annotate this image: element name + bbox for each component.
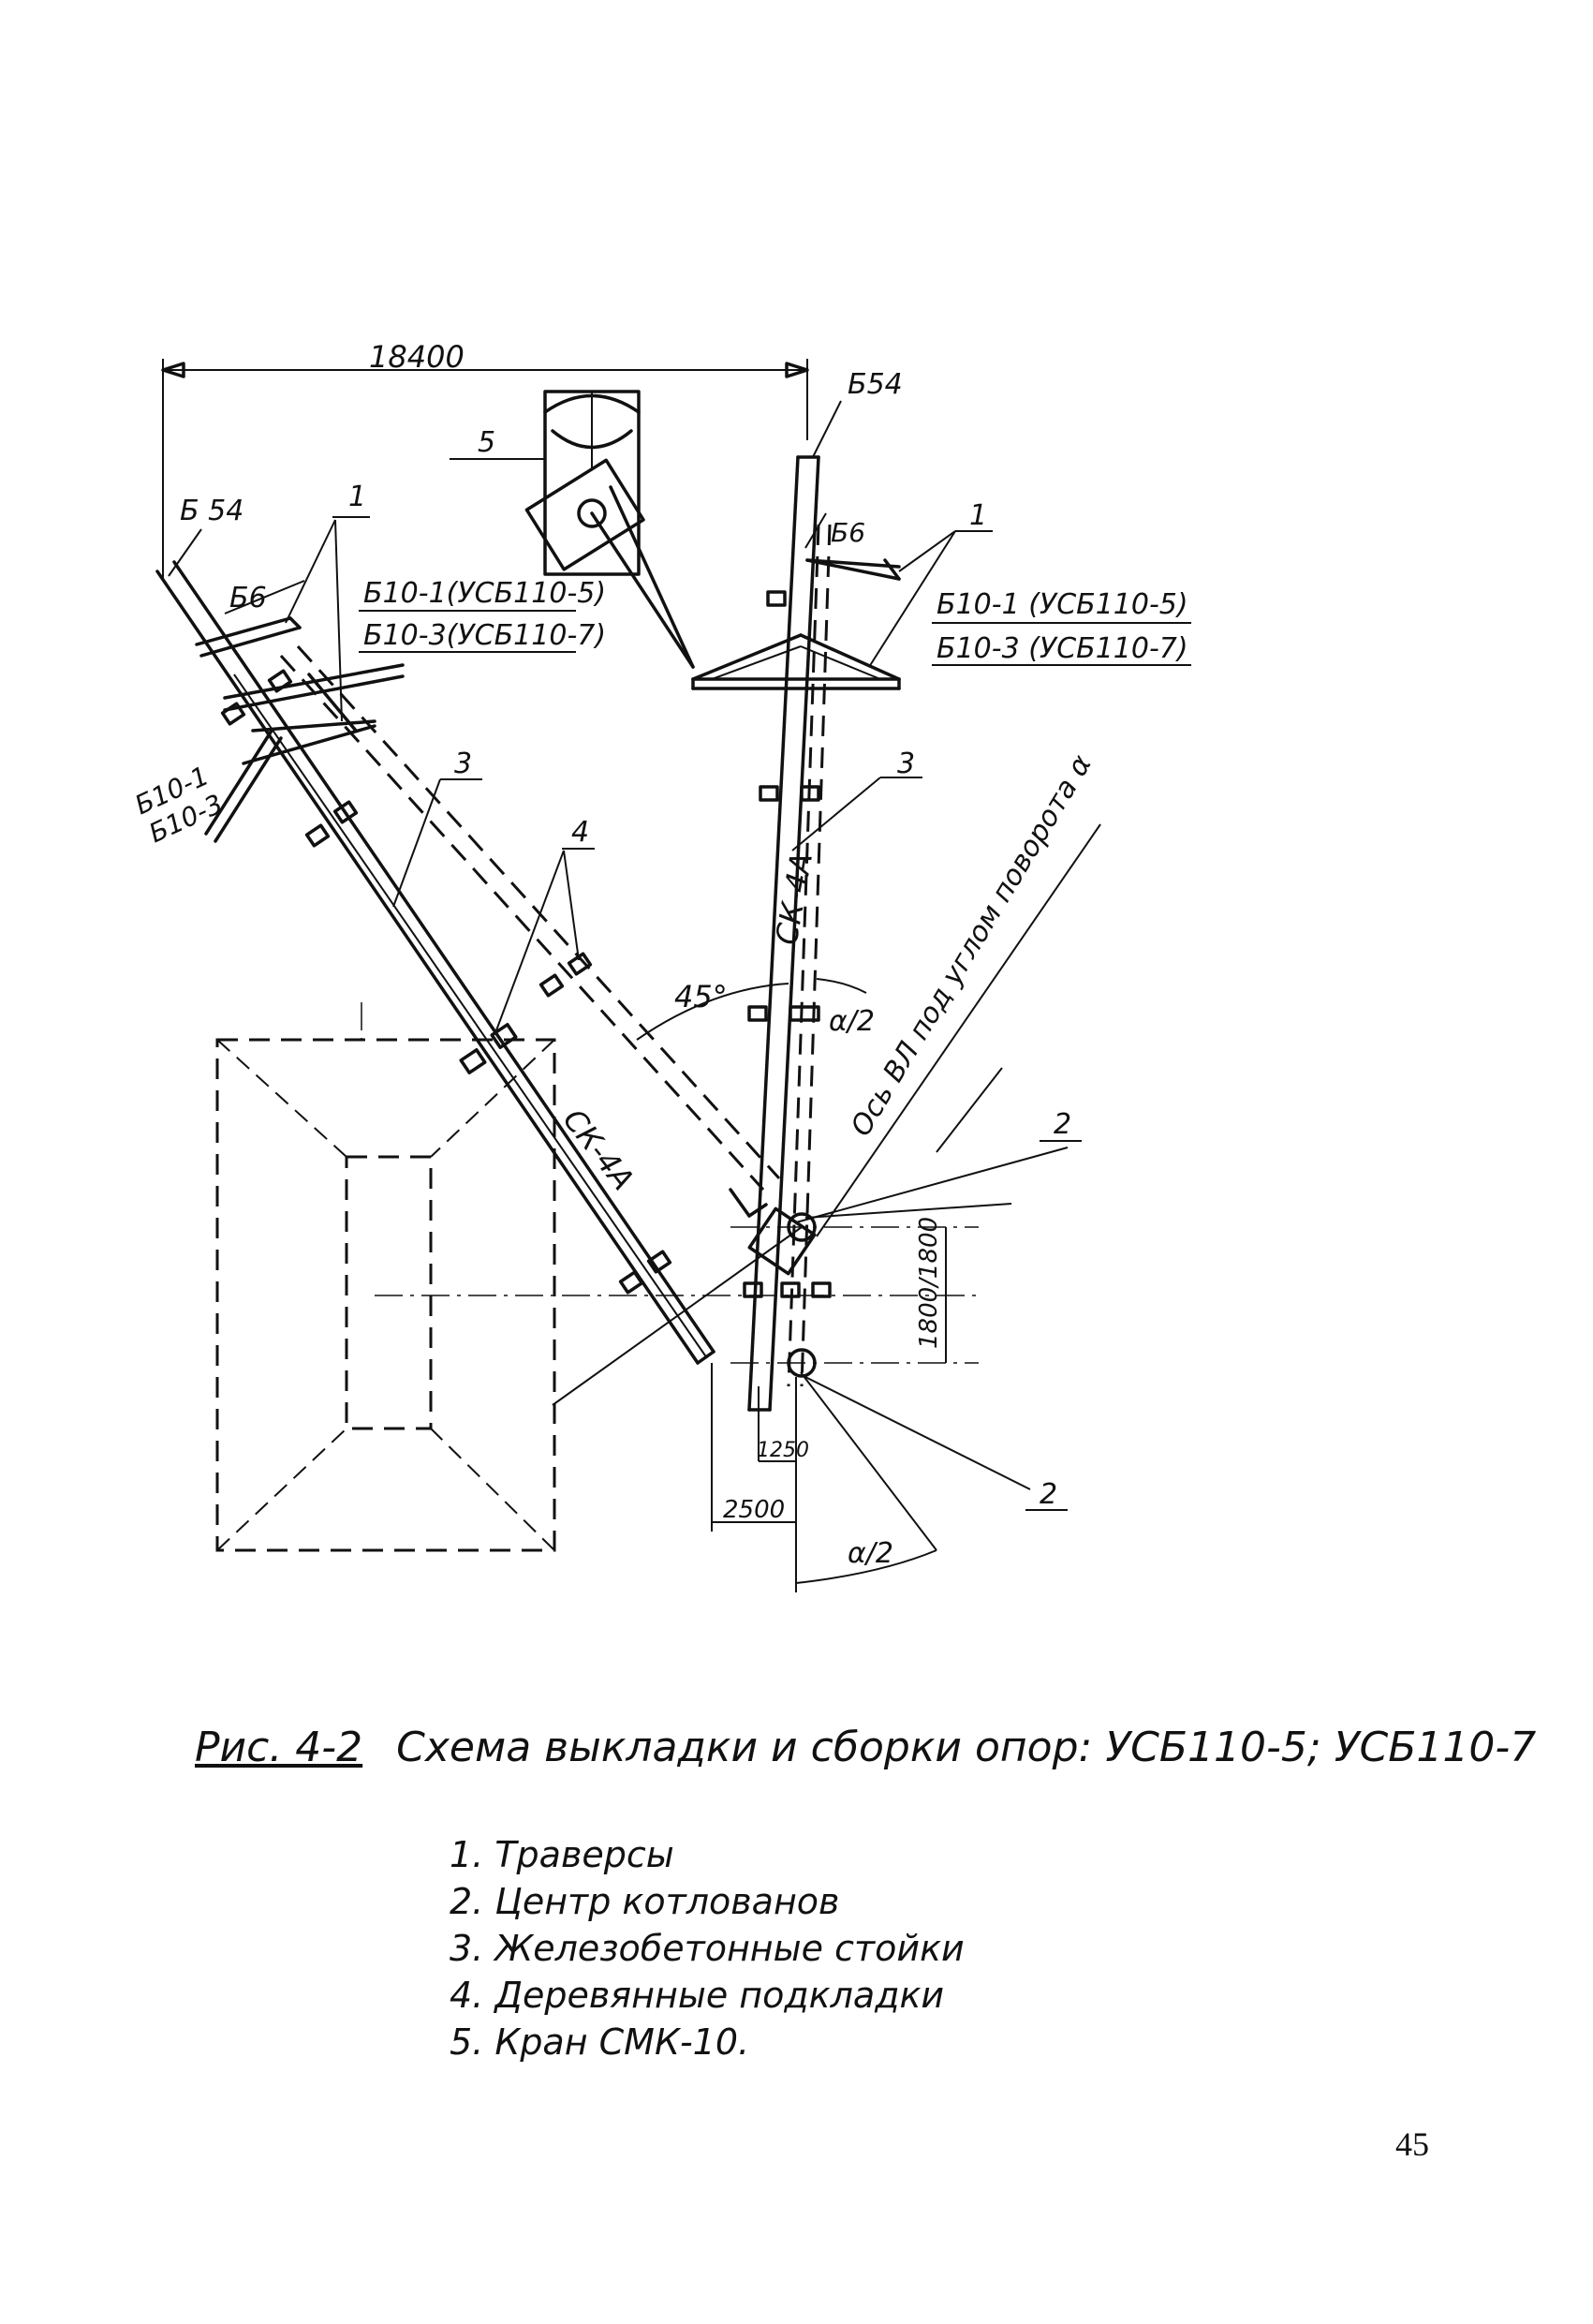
legend-item: 1. Траверсы <box>450 1834 674 1875</box>
label-axis: Ось ВЛ под углом поворота α <box>845 749 1099 1142</box>
label-b6-right: Б6 <box>831 517 865 548</box>
label-2500: 2500 <box>723 1496 785 1524</box>
label-3-right: 3 <box>897 748 915 780</box>
label-b10-left-2: Б10-3(УСБ110-7) <box>363 619 606 652</box>
label-b10-right-2: Б10-3 (УСБ110-7) <box>937 632 1188 665</box>
label-1-right: 1 <box>969 499 987 532</box>
label-b10-right-1: Б10-1 (УСБ110-5) <box>937 588 1188 621</box>
label-half-alpha-upper: α/2 <box>829 1005 875 1038</box>
crane-smk10: 5 <box>450 390 695 669</box>
figure-title: Схема выкладки и сборки опор: УСБ110-5; … <box>396 1724 1537 1771</box>
bottom-dimensions: 1250 2500 α/2 <box>711 1363 937 1592</box>
foundation-pit <box>215 1002 556 1552</box>
legend-item: 5. Кран СМК-10. <box>450 2021 750 2063</box>
figure-number: Рис. 4-2 <box>195 1724 363 1771</box>
legend-item: 4. Деревянные подкладки <box>450 1975 945 2016</box>
left-crossarms <box>195 616 405 843</box>
centerlines: 1800/1800 2 2 <box>375 1108 1082 1511</box>
legend-item: 3. Железобетонные стойки <box>450 1928 965 1969</box>
right-labels: Б54 1 Б10-1 (УСБ110-5) Б10-3 (УСБ110-7) … <box>768 368 1191 947</box>
label-2-upper: 2 <box>1054 1108 1071 1141</box>
legend-item: 2. Центр котлованов <box>450 1881 840 1922</box>
label-b10-left-1: Б10-1(УСБ110-5) <box>363 577 606 610</box>
page-number: 45 <box>1395 2125 1429 2163</box>
label-b54-left: Б 54 <box>180 495 243 527</box>
right-crossarm-b10 <box>691 633 901 690</box>
dimension-18400-label: 18400 <box>369 339 465 375</box>
label-4: 4 <box>571 816 589 849</box>
legend: 1. Траверсы 2. Центр котлованов 3. Желез… <box>450 1831 965 2065</box>
label-half-alpha-lower: α/2 <box>848 1537 893 1570</box>
label-5: 5 <box>478 426 495 459</box>
left-pole <box>155 560 781 1365</box>
dimension-18400: 18400 <box>161 339 809 581</box>
right-crossarm-b6: Б6 <box>804 512 901 581</box>
label-1-left: 1 <box>348 481 366 513</box>
label-1800: 1800/1800 <box>915 1217 943 1349</box>
angle-45: 45° α/2 <box>636 978 875 1041</box>
label-b54-right: Б54 <box>848 368 903 401</box>
figure-caption: Рис. 4-2 Схема выкладки и сборки опор: УС… <box>195 1724 1536 1771</box>
label-3-left: 3 <box>454 748 472 780</box>
label-45: 45° <box>674 979 728 1014</box>
line-axis: Ось ВЛ под углом поворота α <box>816 749 1101 1237</box>
label-1250: 1250 <box>757 1439 809 1462</box>
left-labels: Б 54 Б6 1 Б10-1(УСБ110-5) Б10-3(УСБ110-7… <box>130 481 641 1197</box>
label-2-lower: 2 <box>1040 1478 1057 1511</box>
